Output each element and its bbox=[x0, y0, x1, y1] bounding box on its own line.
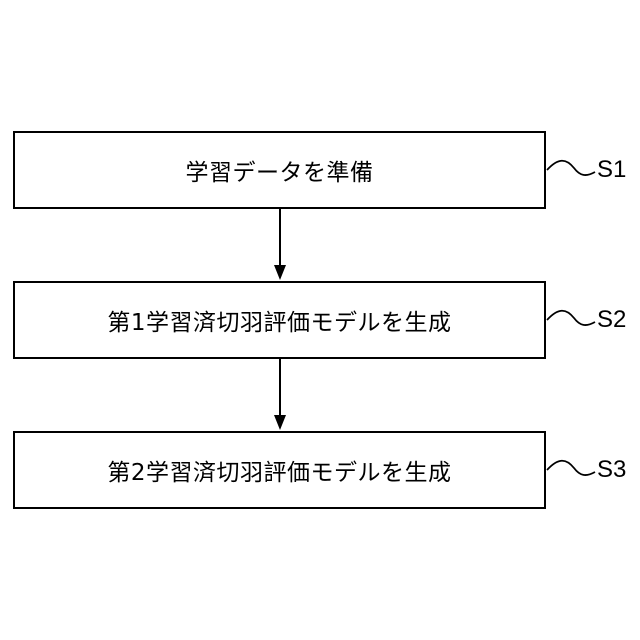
arrow-1-to-2 bbox=[274, 209, 286, 280]
step-text-s2: 第1学習済切羽評価モデルを生成 bbox=[107, 303, 451, 337]
step-box-s3: 第2学習済切羽評価モデルを生成 bbox=[13, 431, 546, 509]
step-box-s1: 学習データを準備 bbox=[13, 131, 546, 209]
leader-line-1 bbox=[547, 161, 595, 175]
step-label-s3: S3 bbox=[597, 456, 626, 484]
step-box-s2: 第1学習済切羽評価モデルを生成 bbox=[13, 281, 546, 359]
leader-line-3 bbox=[547, 461, 595, 475]
arrow-2-to-3 bbox=[274, 359, 286, 430]
leader-line-2 bbox=[547, 311, 595, 325]
step-label-s1: S1 bbox=[597, 156, 626, 184]
step-text-s3: 第2学習済切羽評価モデルを生成 bbox=[107, 453, 451, 487]
step-text-s1: 学習データを準備 bbox=[186, 153, 374, 187]
step-label-s2: S2 bbox=[597, 306, 626, 334]
